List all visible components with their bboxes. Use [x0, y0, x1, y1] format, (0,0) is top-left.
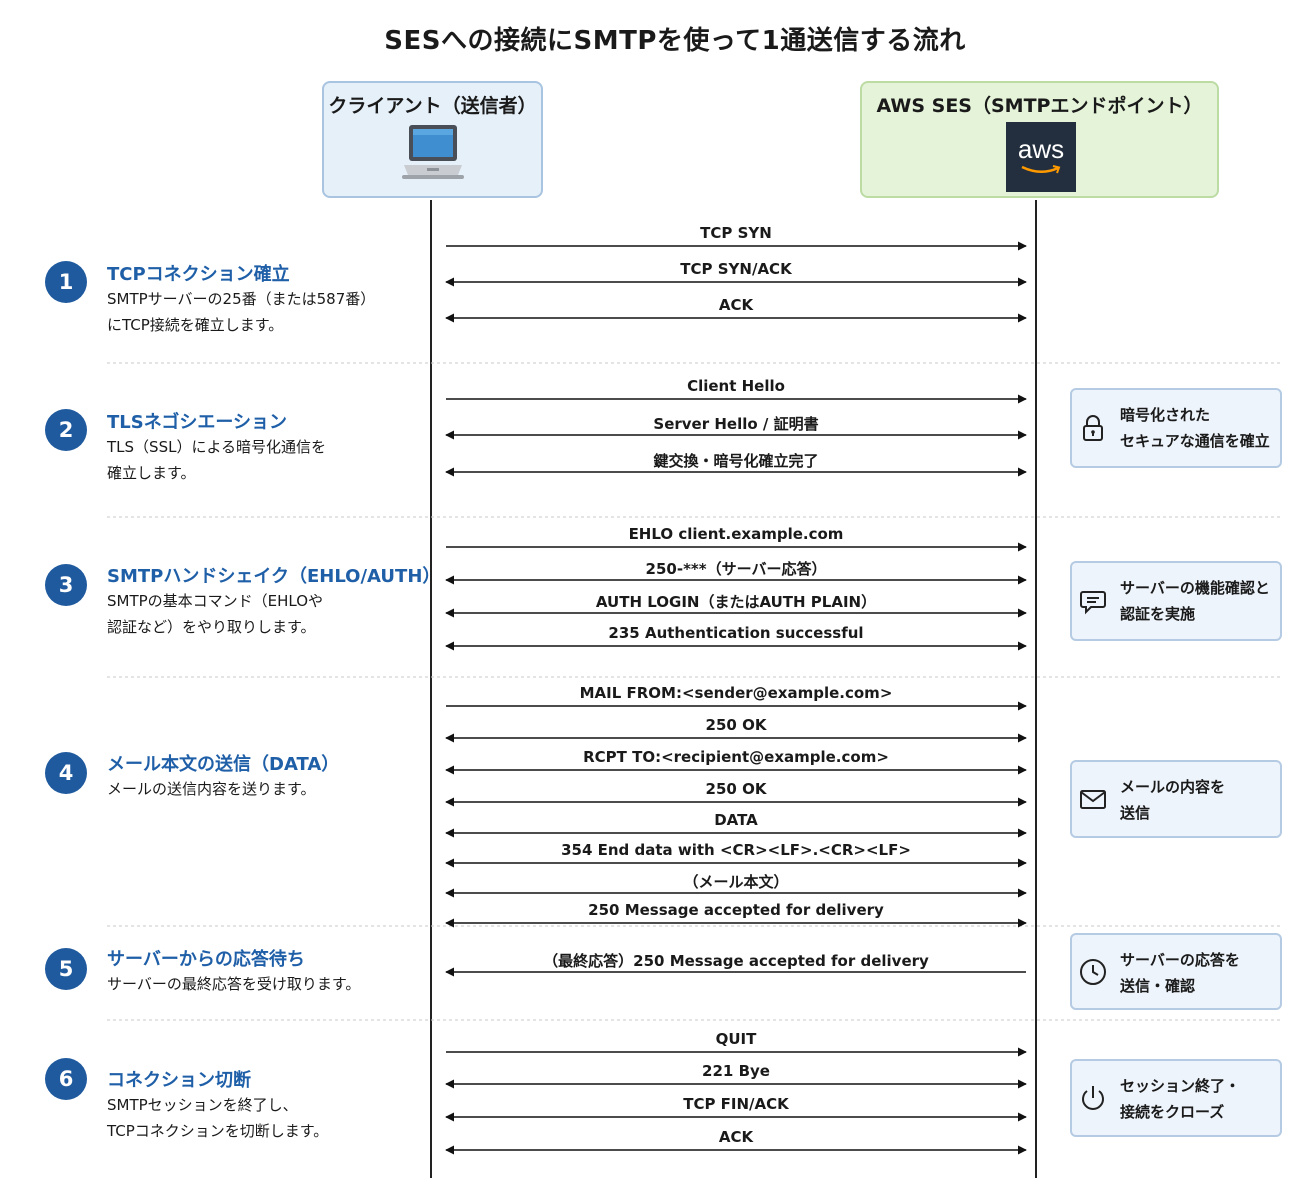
message-label: Client Hello	[687, 377, 785, 395]
step-number-badge: 5	[45, 948, 87, 990]
note-box: セッション終了・接続をクローズ	[1070, 1059, 1282, 1137]
step-description: TCPコネクションを切断します。	[107, 1122, 329, 1140]
note-text: サーバーの応答を	[1120, 951, 1240, 969]
message-label: 354 End data with <CR><LF>.<CR><LF>	[561, 841, 911, 859]
note-box: サーバーの機能確認と認証を実施	[1070, 561, 1282, 641]
message-label: （メール本文）	[683, 873, 789, 891]
laptop-icon	[400, 123, 466, 187]
step-title: メール本文の送信（DATA）	[107, 754, 340, 775]
note-text: 接続をクローズ	[1120, 1103, 1225, 1121]
step-description: サーバーの最終応答を受け取ります。	[107, 975, 361, 993]
message-label: 221 Bye	[702, 1062, 770, 1080]
step-description: にTCP接続を確立します。	[107, 316, 284, 334]
note-box: メールの内容を送信	[1070, 760, 1282, 838]
message-label: DATA	[714, 811, 758, 829]
message-label: 250 OK	[705, 716, 767, 734]
message-label: QUIT	[715, 1030, 757, 1048]
note-text: 送信	[1120, 804, 1151, 822]
message-label: EHLO client.example.com	[628, 525, 844, 543]
aws-logo-text: aws	[1017, 134, 1065, 164]
diagram-title: SESへの接続にSMTPを使って1通送信する流れ	[384, 26, 966, 56]
message-label: （最終応答）250 Message accepted for delivery	[543, 952, 929, 970]
message-label: TCP FIN/ACK	[683, 1095, 789, 1113]
lock-icon	[1078, 413, 1108, 447]
step-description: SMTPの基本コマンド（EHLOや	[107, 592, 324, 610]
note-text: セキュアな通信を確立	[1120, 432, 1270, 450]
note-box: 暗号化されたセキュアな通信を確立	[1070, 388, 1282, 468]
step-title: SMTPハンドシェイク（EHLO/AUTH）	[107, 566, 441, 587]
mail-icon	[1078, 784, 1108, 818]
note-text: 送信・確認	[1120, 977, 1196, 995]
step-description: 認証など）をやり取りします。	[107, 618, 316, 636]
step-description: TLS（SSL）による暗号化通信を	[107, 438, 326, 456]
ses-actor: AWS SES（SMTPエンドポイント） aws	[860, 81, 1219, 198]
message-label: 250-***（サーバー応答）	[645, 560, 827, 578]
step-description: 確立します。	[107, 464, 196, 482]
note-box: サーバーの応答を送信・確認	[1070, 933, 1282, 1010]
message-label: RCPT TO:<recipient@example.com>	[583, 748, 889, 766]
step-number-badge: 1	[45, 261, 87, 303]
step-title: TCPコネクション確立	[107, 264, 290, 285]
step-description: SMTPサーバーの25番（または587番）	[107, 290, 376, 308]
step-title: TLSネゴシエーション	[107, 412, 287, 433]
step-number-badge: 2	[45, 409, 87, 451]
note-text: メールの内容を	[1120, 778, 1226, 796]
message-label: 鍵交換・暗号化確立完了	[653, 452, 819, 470]
aws-logo-icon: aws	[1006, 122, 1076, 192]
power-icon	[1078, 1083, 1108, 1117]
client-name: クライアント（送信者）	[328, 95, 537, 117]
ses-name: AWS SES（SMTPエンドポイント）	[876, 95, 1203, 117]
message-label: 235 Authentication successful	[608, 624, 864, 642]
step-description: SMTPセッションを終了し、	[107, 1096, 298, 1114]
step-number-badge: 3	[45, 564, 87, 606]
step-number-badge: 4	[45, 752, 87, 794]
message-label: MAIL FROM:<sender@example.com>	[579, 684, 893, 702]
note-text: 認証を実施	[1120, 605, 1196, 623]
message-label: Server Hello / 証明書	[653, 415, 819, 433]
note-text: 暗号化された	[1120, 406, 1211, 424]
note-text: サーバーの機能確認と	[1120, 579, 1270, 597]
client-actor: クライアント（送信者）	[322, 81, 543, 198]
message-label: ACK	[718, 296, 754, 314]
step-number-badge: 6	[45, 1058, 87, 1100]
message-label: TCP SYN	[700, 224, 772, 242]
message-label: 250 OK	[705, 780, 767, 798]
message-label: AUTH LOGIN（またはAUTH PLAIN）	[595, 593, 877, 611]
note-text: セッション終了・	[1120, 1077, 1241, 1095]
message-label: TCP SYN/ACK	[680, 260, 792, 278]
step-title: サーバーからの応答待ち	[107, 949, 305, 970]
clock-icon	[1078, 957, 1108, 991]
step-description: メールの送信内容を送ります。	[107, 780, 316, 798]
message-label: 250 Message accepted for delivery	[588, 901, 884, 919]
step-title: コネクション切断	[107, 1070, 251, 1091]
message-label: ACK	[718, 1128, 754, 1146]
chat-icon	[1078, 586, 1108, 620]
